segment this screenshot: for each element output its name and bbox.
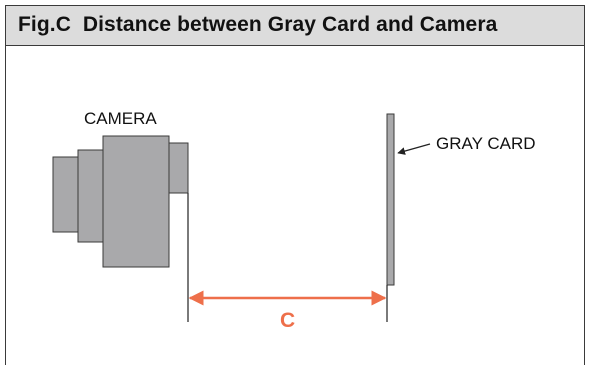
figure-frame: Fig.C Distance between Gray Card and Cam… <box>5 5 585 365</box>
camera-icon <box>52 135 189 268</box>
camera-label: CAMERA <box>84 109 157 128</box>
figure-title: Fig.C Distance between Gray Card and Cam… <box>18 13 498 36</box>
gray-card-pointer-arrow <box>397 143 431 155</box>
distance-label: C <box>280 309 295 332</box>
gray-card-icon <box>386 113 395 286</box>
figure-title-bar: Fig.C Distance between Gray Card and Cam… <box>6 6 584 46</box>
gray-card-label: GRAY CARD <box>436 134 536 153</box>
